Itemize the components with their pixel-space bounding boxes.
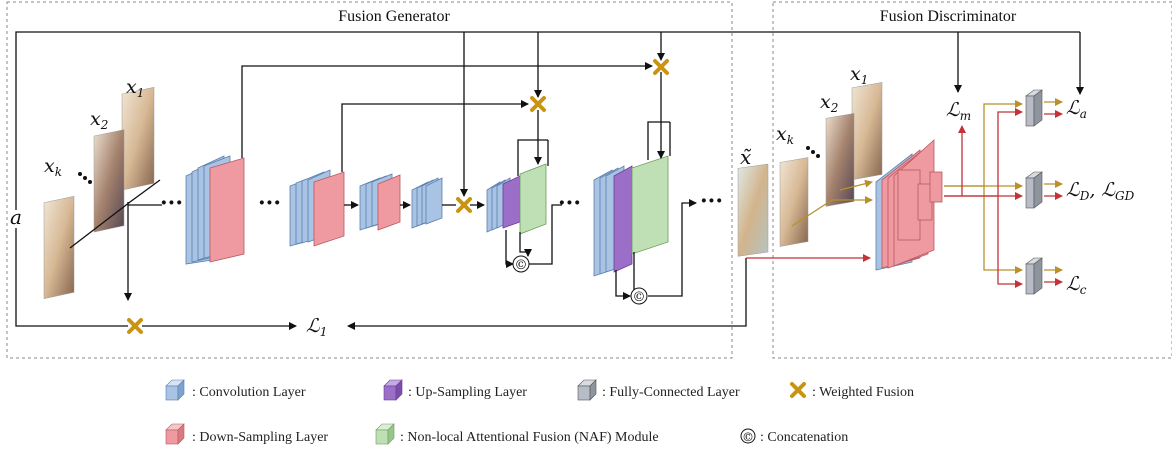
loss-ld-lgd: ℒD,ℒGD [1066, 179, 1135, 203]
svg-text:: Down-Sampling Layer: : Down-Sampling Layer [192, 430, 328, 445]
concat-icon [740, 428, 756, 444]
fc-layer-a [1025, 89, 1043, 127]
ellipsis-1: ··· [160, 190, 183, 216]
image-x2 [93, 129, 125, 233]
label-x1: x1 [126, 76, 144, 100]
concat-node-2 [630, 287, 648, 305]
fusion-mark-l1 [127, 318, 143, 334]
label-x2: x2 [90, 108, 108, 132]
encoder-block-2 [289, 169, 345, 247]
concat-symbol-1: © [515, 258, 528, 273]
fusion-mark-decoder-2 [653, 59, 669, 75]
disc-label-x2: x2 [820, 91, 838, 115]
naf-module-2 [631, 155, 669, 255]
loss-l1: ℒ1 [306, 315, 327, 339]
concat-node-1 [512, 255, 530, 273]
fusion-mark-bottleneck [456, 197, 472, 213]
svg-text:: Weighted Fusion: : Weighted Fusion [812, 385, 914, 400]
generator-box [6, 1, 733, 359]
weighted-fusion-marks [127, 59, 669, 334]
decoder-block-2 [593, 155, 669, 277]
image-xk [43, 195, 75, 299]
image-x-tilde [737, 163, 769, 257]
input-links [69, 179, 162, 301]
legend: : Convolution Layer : Up-Sampling Layer … [165, 379, 914, 445]
decoder-block-1 [486, 163, 547, 235]
top-bus [15, 31, 1084, 330]
svg-text:: Concatenation: : Concatenation [760, 430, 848, 445]
loss-la: ℒa [1066, 97, 1087, 121]
disc-label-xk: xk [776, 123, 794, 147]
legend-concat: © : Concatenation [740, 428, 848, 445]
loss-lm: ℒm [946, 99, 971, 123]
input-images [43, 86, 155, 299]
svg-text:: Non-local Attentional Fusion: : Non-local Attentional Fusion (NAF) Mod… [400, 430, 659, 445]
legend-down: : Down-Sampling Layer [165, 423, 328, 445]
svg-text:: Convolution Layer: : Convolution Layer [192, 385, 306, 400]
legend-naf: : Non-local Attentional Fusion (NAF) Mod… [375, 423, 659, 445]
discriminator-box [772, 1, 1172, 359]
ellipsis-3: ··· [558, 190, 581, 216]
generator-title: Fusion Generator [338, 8, 450, 25]
weighted-fusion-icon [790, 382, 806, 398]
svg-text:©: © [742, 430, 754, 444]
label-x-tilde: x̃ [740, 145, 752, 169]
image-x1 [121, 86, 155, 191]
bottleneck-block [411, 177, 443, 229]
ellipsis-2: ··· [258, 190, 281, 216]
discriminator-block [875, 139, 943, 271]
fc-layer-d [1025, 171, 1043, 209]
label-xk: xk [44, 155, 62, 179]
fc-layer-c [1025, 257, 1043, 295]
encoder-block-3 [359, 173, 401, 231]
fc-layers [1025, 89, 1043, 295]
fusion-mark-decoder-1 [530, 96, 546, 112]
ellipsis-4: ··· [700, 188, 723, 214]
loss-lc: ℒc [1066, 273, 1087, 297]
input-a: a [10, 205, 22, 229]
disc-label-x1: x1 [850, 63, 868, 87]
naf-module-1 [519, 163, 547, 235]
svg-text:: Up-Sampling Layer: : Up-Sampling Layer [408, 385, 527, 400]
encoder-block-1 [185, 155, 245, 265]
svg-text:: Fully-Connected Layer: : Fully-Connected Layer [602, 385, 740, 400]
legend-up: : Up-Sampling Layer [383, 379, 527, 401]
discriminator-title: Fusion Discriminator [880, 8, 1017, 25]
legend-fc: : Fully-Connected Layer [577, 379, 740, 401]
legend-conv: : Convolution Layer [165, 379, 306, 401]
legend-fusion: : Weighted Fusion [790, 382, 914, 400]
disc-input-images [779, 82, 883, 247]
concat-symbol-2: © [633, 290, 646, 305]
